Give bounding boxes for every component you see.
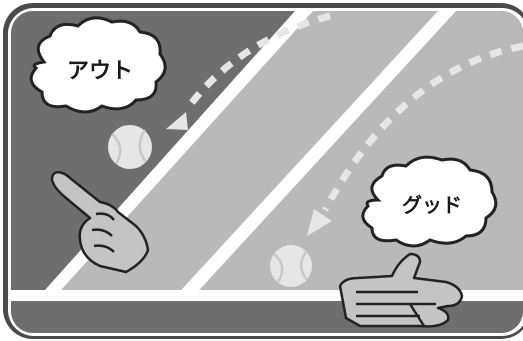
good-tennis-ball [270,245,312,287]
out-bubble-label: アウト [67,59,133,84]
out-speech-bubble: アウト [31,18,165,112]
out-tennis-ball [108,125,152,169]
good-bubble-label: グッド [402,193,462,217]
